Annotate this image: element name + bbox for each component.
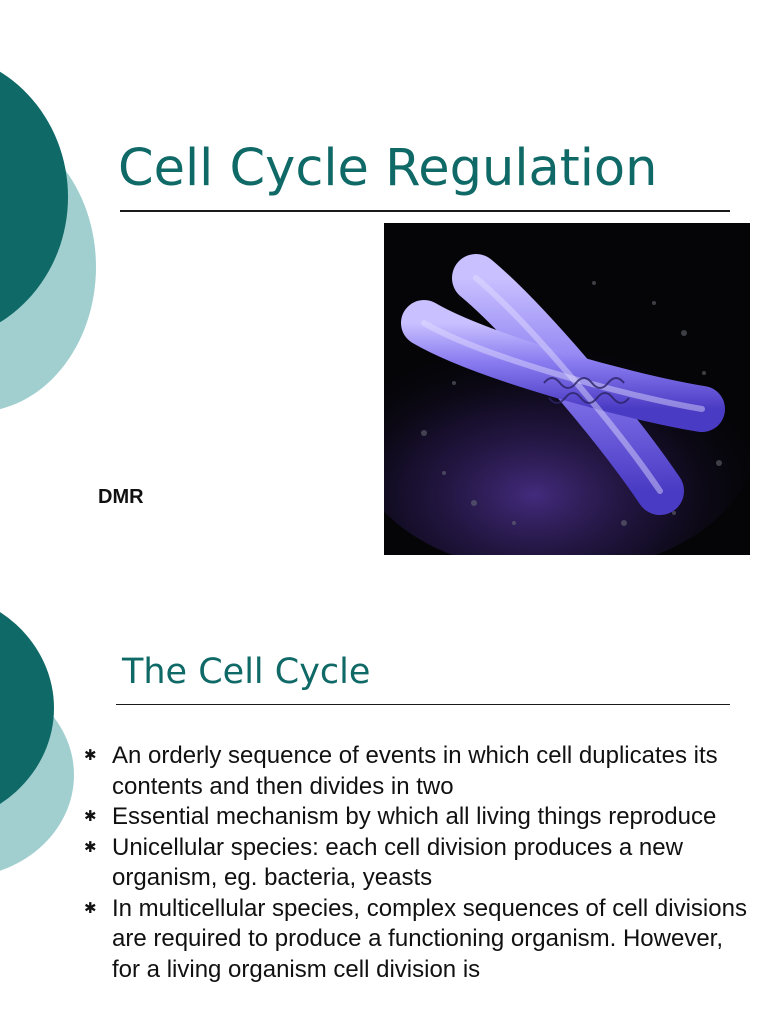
bullet-list: ✱ An orderly sequence of events in which… <box>84 741 754 985</box>
slide-heading: The Cell Cycle <box>122 652 371 692</box>
asterisk-bullet-icon: ✱ <box>84 808 97 825</box>
chromosome-illustration <box>384 223 750 555</box>
author-label: DMR <box>98 486 144 508</box>
slide-title: Cell Cycle Regulation <box>118 139 658 198</box>
bullet-text: Unicellular species: each cell division … <box>112 833 683 892</box>
asterisk-bullet-icon: ✱ <box>84 838 97 856</box>
heading-rule <box>116 704 730 705</box>
bullet-item: ✱ An orderly sequence of events in which… <box>84 741 754 802</box>
title-rule <box>120 210 730 212</box>
slide-2: The Cell Cycle ✱ An orderly sequence of … <box>0 576 768 1024</box>
bullet-item: ✱ Unicellular species: each cell divisio… <box>84 833 754 894</box>
bullet-text: An orderly sequence of events in which c… <box>112 742 718 800</box>
bullet-item: ✱ In multicellular species, complex sequ… <box>84 894 754 986</box>
bullet-text: Essential mechanism by which all living … <box>112 803 717 830</box>
asterisk-bullet-icon: ✱ <box>84 747 97 764</box>
bullet-text: In multicellular species, complex sequen… <box>112 894 747 983</box>
slide-1: Cell Cycle Regulation <box>0 52 750 555</box>
asterisk-bullet-icon: ✱ <box>84 899 97 917</box>
bullet-item: ✱ Essential mechanism by which all livin… <box>84 802 754 833</box>
chromosome-image <box>384 223 750 555</box>
